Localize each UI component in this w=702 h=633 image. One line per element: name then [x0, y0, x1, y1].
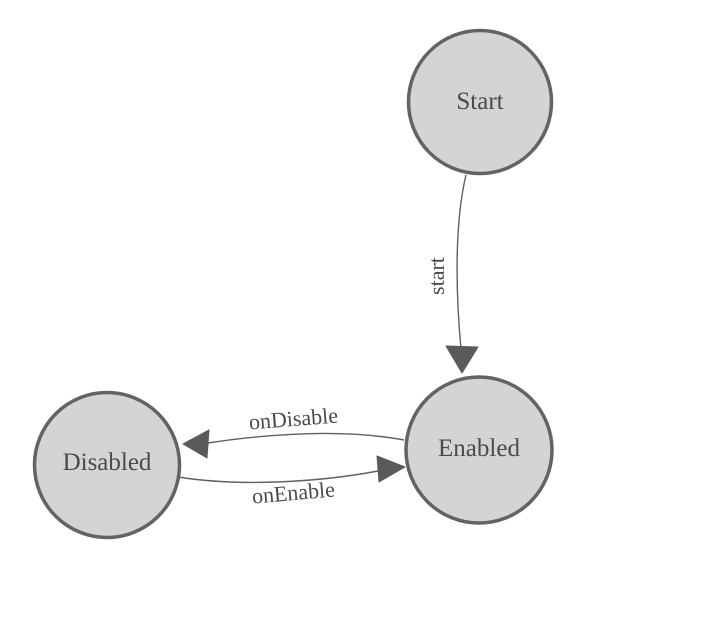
start-node-circle [406, 28, 554, 176]
enabled-node-label: Enabled [438, 435, 520, 462]
edge-line-start [456, 174, 467, 350]
arrowhead-into-disabled [182, 429, 210, 459]
edge-line-ondisable [207, 432, 405, 444]
enabled-node-circle [404, 375, 554, 525]
state-node-disabled: Disabled [32, 390, 182, 540]
state-node-enabled: Enabled [404, 375, 554, 525]
start-node-label: Start [456, 88, 503, 115]
edge-disabled-to-enabled: onEnable [177, 455, 406, 509]
disabled-node-label: Disabled [63, 449, 152, 476]
disabled-node-circle [32, 390, 182, 540]
edge-enabled-to-disabled: onDisable [182, 403, 405, 459]
edge-label-ondisable: onDisable [248, 403, 339, 435]
edge-line-onenable [177, 470, 379, 484]
edge-label-onenable: onEnable [251, 476, 336, 508]
arrowhead-into-enabled-top [445, 345, 479, 374]
edge-label-start: start [424, 257, 449, 295]
state-node-start: Start [406, 28, 554, 176]
arrowhead-into-enabled-left [376, 455, 406, 483]
edge-start-to-enabled: start [424, 174, 479, 374]
